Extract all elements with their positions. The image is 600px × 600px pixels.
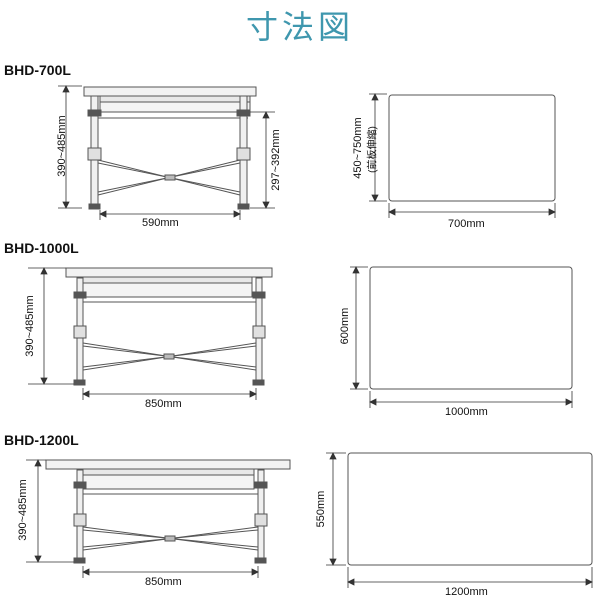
side-width-label-1000l: 850mm [145,398,182,410]
top-depth-label-1000l: 600mm [339,307,351,345]
side-height-label-700l: 390~485mm [56,115,68,177]
dimension-lines-700l [58,85,275,220]
dimension-lines-top-700l [369,93,556,218]
desk-top-view-1000l [369,266,573,390]
side-height-label-1200l: 390~485mm [17,479,29,541]
dimension-lines-top-1200l [326,452,593,588]
model-label-1200l: BHD-1200L [4,432,79,448]
model-label-700l: BHD-700L [4,62,71,78]
desk-side-view-1000l [65,267,273,386]
desk-top-view-1200l [347,452,593,566]
desk-side-view-700l [83,86,257,210]
side-width-label-1200l: 850mm [145,576,182,588]
inner-height-label-700l: 297~392mm [270,129,282,191]
top-depth-label-700l: 450~750mm [352,117,364,179]
top-width-label-700l: 700mm [448,218,485,230]
side-width-label-700l: 590mm [142,217,179,229]
desk-side-view-1200l [45,459,291,564]
top-width-label-1000l: 1000mm [445,406,488,418]
desk-top-view-700l [388,94,556,202]
dimension-lines-1200l [26,459,259,578]
top-depth-note-700l: (前板伸縮) [367,126,379,173]
top-width-label-1200l: 1200mm [445,586,488,598]
top-depth-label-1200l: 550mm [315,490,327,528]
page-title: 寸法図 [245,8,354,46]
side-height-label-1000l: 390~485mm [24,295,36,357]
dimension-lines-1000l [28,267,257,400]
dimension-lines-top-1000l [350,266,573,408]
model-label-1000l: BHD-1000L [4,240,79,256]
